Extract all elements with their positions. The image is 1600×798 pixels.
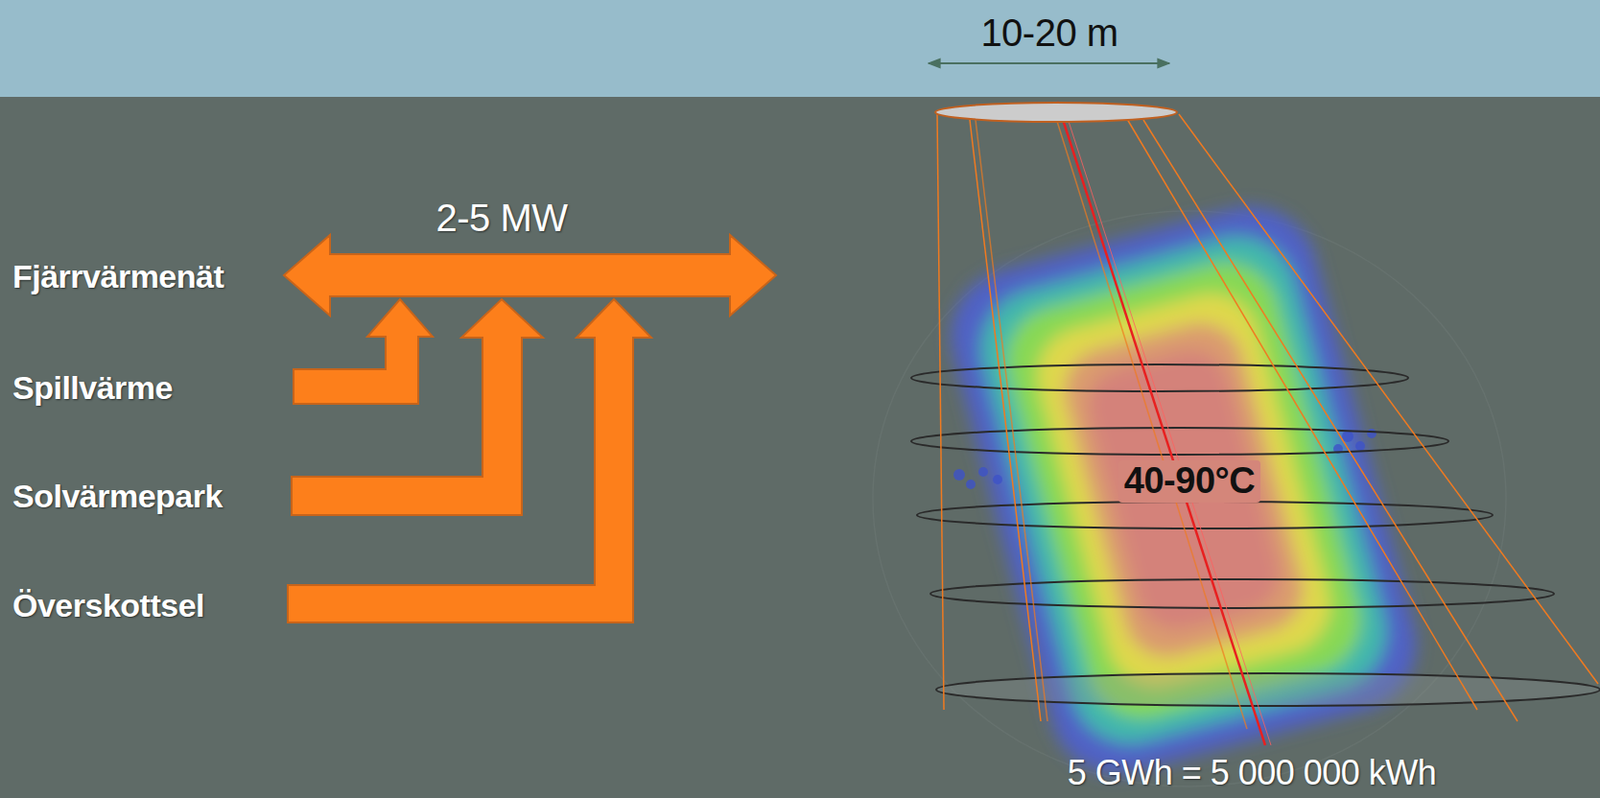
network-label: Fjärrvärmenät	[12, 258, 224, 296]
boreholes	[937, 113, 1599, 730]
borehole-red	[1062, 103, 1271, 746]
sky-band	[0, 0, 1600, 97]
dimension-label: 10-20 m	[980, 10, 1118, 55]
feed-arrow	[291, 299, 543, 516]
borehole-rings	[911, 364, 1600, 706]
power-label: 2-5 MW	[436, 195, 568, 240]
feed-arrow	[287, 299, 652, 623]
dimension-arrow	[928, 62, 1170, 65]
ground	[0, 96, 1600, 798]
surface-opening	[935, 102, 1177, 122]
double-arrow	[283, 235, 777, 316]
capacity-label: 5 GWh = 5 000 000 kWh	[1067, 752, 1437, 793]
source-label: Spillvärme	[12, 369, 173, 407]
temperature-label: 40-90°C	[1118, 460, 1261, 503]
heat-arrows	[283, 235, 777, 623]
source-label: Överskottsel	[12, 587, 205, 625]
borehole-red	[1057, 101, 1266, 746]
feed-arrow	[293, 299, 433, 404]
source-label: Solvärmepark	[12, 477, 223, 516]
